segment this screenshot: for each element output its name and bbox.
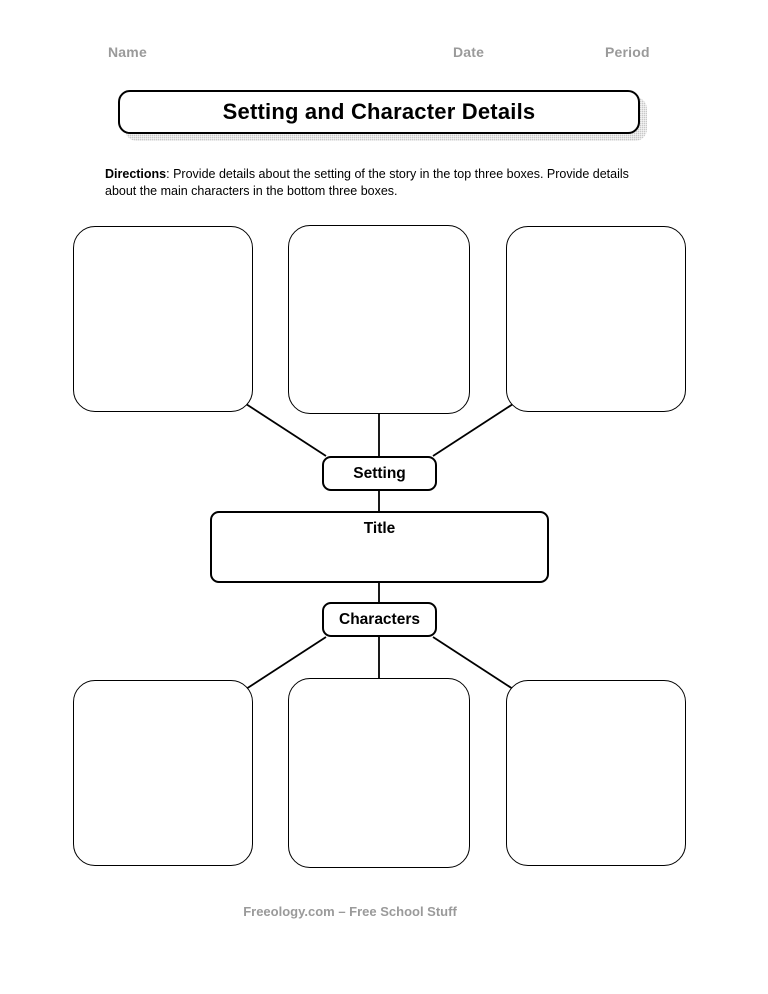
character-box-1[interactable] <box>73 680 253 866</box>
characters-node-label: Characters <box>339 610 420 628</box>
title-banner-box: Setting and Character Details <box>118 90 640 134</box>
characters-node[interactable]: Characters <box>322 602 437 637</box>
page-title: Setting and Character Details <box>222 99 536 124</box>
footer-credit: Freeology.com – Free School Stuff <box>243 904 457 919</box>
date-label: Date <box>453 44 485 60</box>
character-box-3[interactable] <box>506 680 686 866</box>
setting-node[interactable]: Setting <box>322 456 437 491</box>
title-banner: Setting and Character Details <box>118 90 647 141</box>
directions-text: Directions: Provide details about the se… <box>105 166 651 200</box>
title-node-label: Title <box>363 520 396 537</box>
period-label: Period <box>605 44 650 60</box>
setting-box-1[interactable] <box>73 226 253 412</box>
setting-node-label: Setting <box>353 464 406 482</box>
character-box-2[interactable] <box>288 678 470 868</box>
setting-box-2[interactable] <box>288 225 470 414</box>
name-label: Name <box>108 44 147 60</box>
title-node[interactable]: Title <box>210 511 549 583</box>
directions-body: : Provide details about the setting of t… <box>105 167 629 198</box>
directions-lead: Directions <box>105 167 167 181</box>
setting-box-3[interactable] <box>506 226 686 412</box>
